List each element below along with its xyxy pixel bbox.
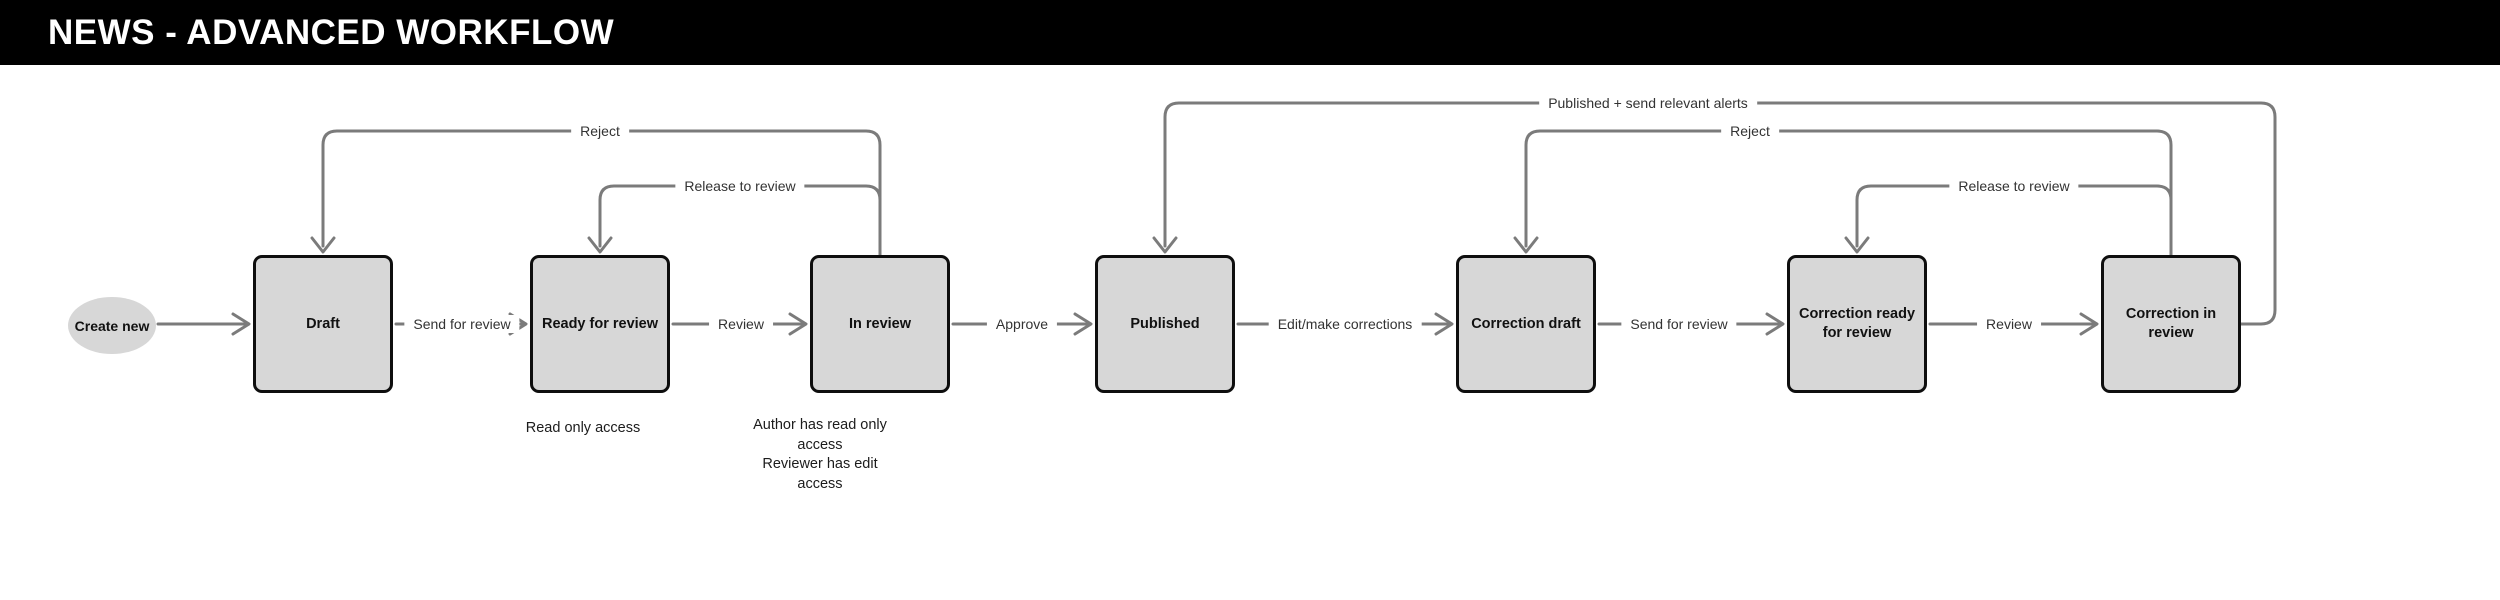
note-text-line: Author has read only bbox=[753, 417, 887, 433]
node-correction-in-review: Correction in review bbox=[2101, 255, 2241, 393]
node-label: In review bbox=[848, 315, 912, 332]
note-text-line: Reviewer has edit bbox=[762, 456, 878, 472]
node-ready-for-review: Ready for review bbox=[530, 255, 670, 393]
node-label: Create new bbox=[74, 317, 150, 334]
node-label: Correction ready for review bbox=[1798, 306, 1916, 341]
node-label: Correction draft bbox=[1471, 315, 1581, 332]
node-label: Correction in review bbox=[2125, 306, 2217, 341]
node-published: Published bbox=[1095, 255, 1235, 393]
node-correction-draft: Correction draft bbox=[1456, 255, 1596, 393]
edge-label-send-for-review-1: Send for review bbox=[404, 315, 520, 333]
node-correction-ready-for-review: Correction ready for review bbox=[1787, 255, 1927, 393]
edge-label-release-to-review-2: Release to review bbox=[1949, 177, 2079, 195]
edge-label-edit-make-corrections: Edit/make corrections bbox=[1268, 315, 1422, 333]
edge-label-release-to-review-1: Release to review bbox=[675, 177, 805, 195]
flow-create-to-draft-arrow bbox=[156, 312, 251, 336]
node-label: Ready for review bbox=[541, 315, 659, 332]
note-in-review: Author has read only access Reviewer has… bbox=[730, 416, 910, 494]
edge-label-approve: Approve bbox=[986, 315, 1058, 333]
header-bar: NEWS - ADVANCED WORKFLOW bbox=[0, 0, 2500, 65]
node-create-new: Create new bbox=[68, 297, 156, 354]
edge-label-send-for-review-2: Send for review bbox=[1621, 315, 1737, 333]
reject-arrow-right bbox=[1513, 129, 2173, 257]
edge-label-reject-2: Reject bbox=[1721, 122, 1779, 140]
edge-label-reject-1: Reject bbox=[571, 122, 629, 140]
node-in-review: In review bbox=[810, 255, 950, 393]
release-to-review-arrow-right bbox=[1844, 184, 2173, 257]
note-ready-for-review: Read only access bbox=[503, 419, 663, 439]
edge-label-review-1: Review bbox=[709, 315, 773, 333]
edge-label-published-alerts: Published + send relevant alerts bbox=[1539, 94, 1757, 112]
note-text-line: access bbox=[797, 475, 843, 492]
note-text: Read only access bbox=[525, 420, 641, 436]
release-to-review-arrow-left bbox=[587, 184, 882, 257]
published-alerts-arrow bbox=[1152, 101, 2277, 326]
node-label: Published bbox=[1130, 315, 1200, 332]
note-text-line: access bbox=[797, 436, 843, 453]
edge-label-review-2: Review bbox=[1977, 315, 2041, 333]
node-draft: Draft bbox=[253, 255, 393, 393]
page-title: NEWS - ADVANCED WORKFLOW bbox=[48, 12, 615, 52]
node-label: Draft bbox=[306, 315, 340, 332]
